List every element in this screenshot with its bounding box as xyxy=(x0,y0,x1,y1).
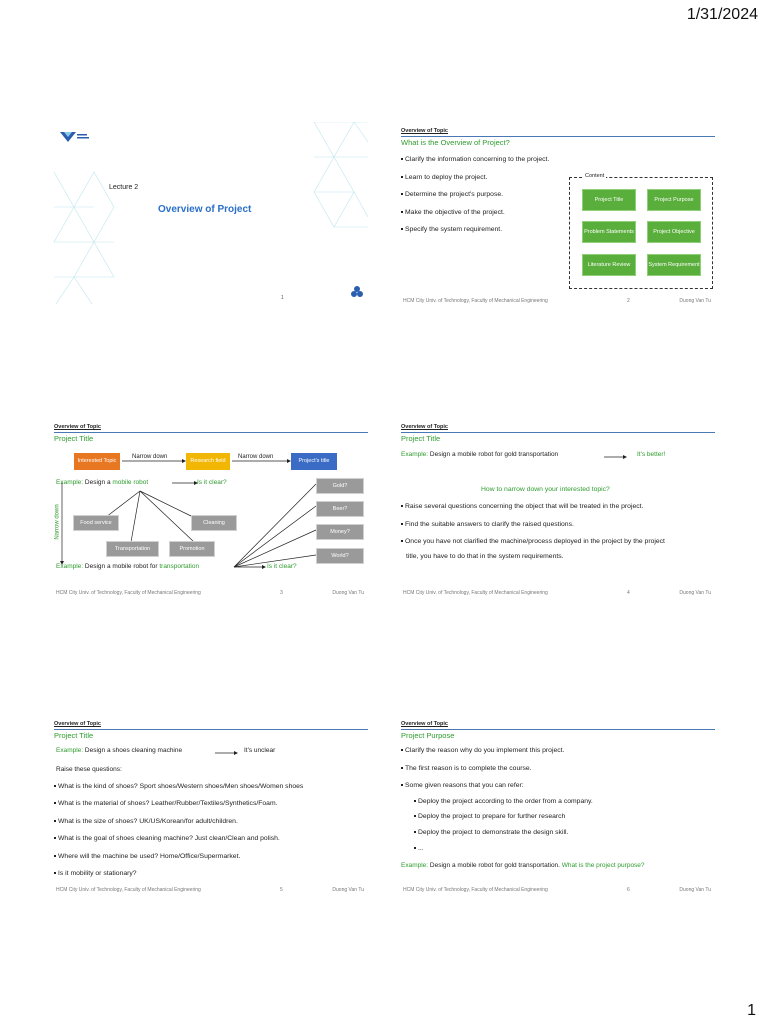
page-number: 1 xyxy=(747,1002,756,1019)
slide-3: Overview of Topic Project Title Interes xyxy=(54,424,368,606)
app-food-service: Food service xyxy=(73,515,119,531)
option-world: World? xyxy=(316,548,364,564)
slide-4: Overview of Topic Project Title Example:… xyxy=(401,424,715,606)
narrow-down-label-2: Narrow down xyxy=(238,454,274,460)
narrow-down-vertical: Narrow down xyxy=(54,504,61,540)
bullet-continued: title, you have to do that in the system… xyxy=(406,553,564,560)
slide-header: Overview of Topic xyxy=(401,721,448,727)
box-problem-statements: Problem Statements xyxy=(582,221,636,243)
sub-bullet: ... xyxy=(414,845,424,852)
option-money: Money? xyxy=(316,524,364,540)
example-result: It's better! xyxy=(637,451,666,458)
bullet: Is it mobility or stationary? xyxy=(54,870,137,877)
app-cleaning: Cleaning xyxy=(191,515,237,531)
slide-title: What is the Overview of Project? xyxy=(401,138,510,147)
slide-header: Overview of Topic xyxy=(401,128,448,134)
slide-header: Overview of Topic xyxy=(401,424,448,430)
arrow-icon xyxy=(215,751,238,755)
slide-2: Overview of Topic What is the Overview o… xyxy=(401,128,715,310)
example-1: Example: Design a mobile robot xyxy=(56,479,149,486)
recycle-icon xyxy=(351,286,363,297)
bullet: Determine the project's purpose. xyxy=(401,191,503,198)
slide-header: Overview of Topic xyxy=(54,424,101,430)
bullet: Make the objective of the project. xyxy=(401,209,505,216)
title-rule xyxy=(401,136,715,137)
example: Example: Design a mobile robot for gold … xyxy=(401,862,645,869)
slide-header: Overview of Topic xyxy=(54,721,101,727)
example-result: It's unclear xyxy=(244,747,276,754)
box-research-field: Research field xyxy=(186,453,230,470)
example: Example: Design a mobile robot for gold … xyxy=(401,451,559,458)
content-label: Content xyxy=(583,173,607,179)
slide-6: Overview of Topic Project Purpose Clarif… xyxy=(401,721,715,903)
slide1-title: Overview of Project xyxy=(158,204,252,215)
app-transportation: Transportation xyxy=(106,541,159,557)
content-frame xyxy=(569,177,713,289)
slide-title: Project Purpose xyxy=(401,731,455,740)
box-system-requirement: System Requirement xyxy=(647,254,701,276)
sub-bullet: Deploy the project according to the orde… xyxy=(414,798,593,805)
bullet: Raise several questions concerning the o… xyxy=(401,503,643,510)
box-interested-topic: Interested Topic xyxy=(74,453,120,470)
box-projects-title: Project's title xyxy=(291,453,337,470)
box-literature-review: Literature Review xyxy=(582,254,636,276)
narrow-down-label-1: Narrow down xyxy=(132,454,168,460)
app-promotion: Promotion xyxy=(169,541,215,557)
bullet: Clarify the information concerning to th… xyxy=(401,156,549,163)
example: Example: Design a shoes cleaning machine xyxy=(56,747,183,754)
lecture-label: Lecture 2 xyxy=(109,184,139,191)
option-gold: Gold? xyxy=(316,478,364,494)
slide-1: Lecture 2 Overview of Project 1 xyxy=(54,122,368,304)
title-rule xyxy=(401,729,715,730)
bullet: Once you have not clarified the machine/… xyxy=(401,538,665,545)
subheading: How to narrow down your interested topic… xyxy=(481,486,610,493)
bullet: Clarify the reason why do you implement … xyxy=(401,747,564,754)
box-project-title: Project Title xyxy=(582,189,636,211)
slide-title: Project Title xyxy=(401,434,441,443)
box-project-purpose: Project Purpose xyxy=(647,189,701,211)
bullet: What is the kind of shoes? Sport shoes/W… xyxy=(54,783,303,790)
bullet: What is the goal of shoes cleaning machi… xyxy=(54,835,280,842)
example-1-question: Is it clear? xyxy=(197,479,227,486)
title-rule xyxy=(54,432,368,433)
diagram-arrows xyxy=(60,459,317,569)
slide-5: Overview of Topic Project Title Example:… xyxy=(54,721,368,903)
triangle-pattern xyxy=(54,122,368,304)
arrow-icon xyxy=(604,455,627,459)
bullet: What is the material of shoes? Leather/R… xyxy=(54,800,278,807)
page-date: 1/31/2024 xyxy=(686,6,758,23)
raise-questions: Raise these questions: xyxy=(56,766,122,773)
example-2: Example: Design a mobile robot for trans… xyxy=(56,563,200,570)
sub-bullet: Deploy the project to demonstrate the de… xyxy=(414,829,568,836)
bullet: Some given reasons that you can refer: xyxy=(401,782,524,789)
university-logo xyxy=(60,132,89,142)
bullet: What is the size of shoes? UK/US/Korean/… xyxy=(54,818,238,825)
bullet: Learn to deploy the project. xyxy=(401,174,487,181)
example-2-question: Is it clear? xyxy=(267,563,297,570)
option-beer: Beer? xyxy=(316,501,364,517)
box-project-objective: Project Objective xyxy=(647,221,701,243)
bullet: Specify the system requirement. xyxy=(401,226,502,233)
sub-bullet: Deploy the project to prepare for furthe… xyxy=(414,813,565,820)
bullet: The first reason is to complete the cour… xyxy=(401,765,532,772)
bullet: Where will the machine be used? Home/Off… xyxy=(54,853,240,860)
slide-title: Project Title xyxy=(54,434,94,443)
title-rule xyxy=(401,432,715,433)
title-rule xyxy=(54,729,368,730)
bullet: Find the suitable answers to clarify the… xyxy=(401,521,574,528)
slide-title: Project Title xyxy=(54,731,94,740)
slide1-number: 1 xyxy=(281,295,284,301)
